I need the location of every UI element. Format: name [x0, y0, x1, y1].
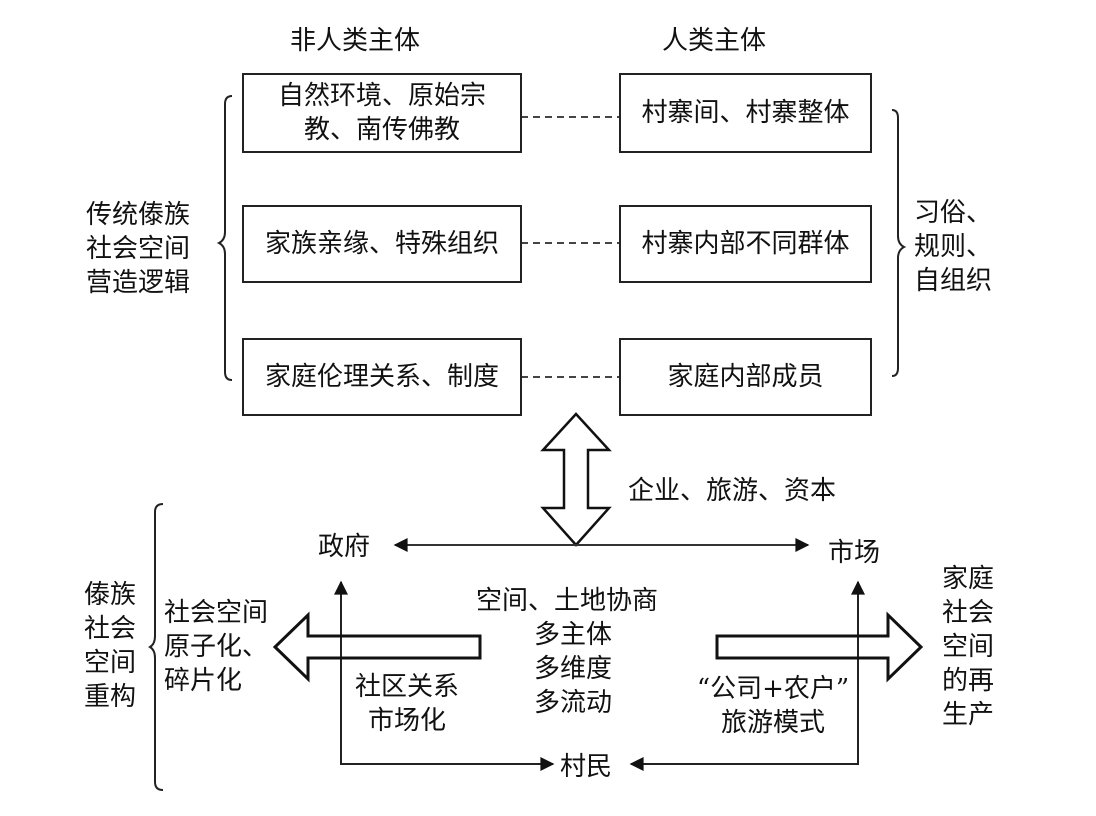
company-farmer-model-label: “公司+农户” 旅游模式 — [696, 674, 850, 738]
customs-rules-label: 习俗、 规则、 自组织 — [914, 198, 993, 296]
human-box-1: 村寨间、村寨整体 — [619, 73, 872, 153]
villager-to-government-line — [334, 580, 555, 771]
villagers-node: 村民 — [560, 752, 613, 782]
community-marketization-label: 社区关系 市场化 — [354, 672, 459, 736]
human-box-2: 村寨内部不同群体 — [619, 205, 872, 283]
right-hollow-arrow — [715, 611, 924, 683]
left-brace-top — [216, 95, 233, 381]
nonhuman-box-1: 自然环境、原始宗 教、南传佛教 — [242, 73, 522, 153]
right-brace-top — [891, 109, 907, 377]
left-hollow-arrow — [272, 611, 482, 683]
multi-subject-label: 多主体 — [534, 620, 613, 650]
left-brace-bottom — [148, 503, 164, 791]
header-nonhuman-subject: 非人类主体 — [290, 26, 421, 56]
human-box-3: 家庭内部成员 — [619, 338, 872, 416]
enterprise-tourism-capital-label: 企业、旅游、资本 — [628, 476, 837, 506]
space-land-negotiation-label: 空间、土地协商 — [476, 586, 659, 616]
villager-to-market-line — [629, 580, 865, 771]
header-human-subject: 人类主体 — [662, 26, 767, 56]
nonhuman-box-3: 家庭伦理关系、制度 — [242, 338, 522, 416]
atomization-label: 社会空间 原子化、 碎片化 — [164, 598, 269, 696]
government-node: 政府 — [318, 532, 371, 562]
nonhuman-box-2: 家族亲缘、特殊组织 — [242, 205, 522, 283]
double-arrow-vertical — [540, 412, 612, 547]
dai-reconstruction-label: 傣族 社会 空间 重构 — [84, 580, 137, 712]
market-node: 市场 — [828, 538, 881, 568]
traditional-logic-label: 传统傣族 社会空间 营造逻辑 — [86, 200, 191, 298]
reproduction-label: 家庭 社会 空间 的再 生产 — [942, 564, 995, 730]
multi-dimension-label: 多维度 — [534, 654, 613, 684]
multi-flow-label: 多流动 — [534, 688, 613, 718]
